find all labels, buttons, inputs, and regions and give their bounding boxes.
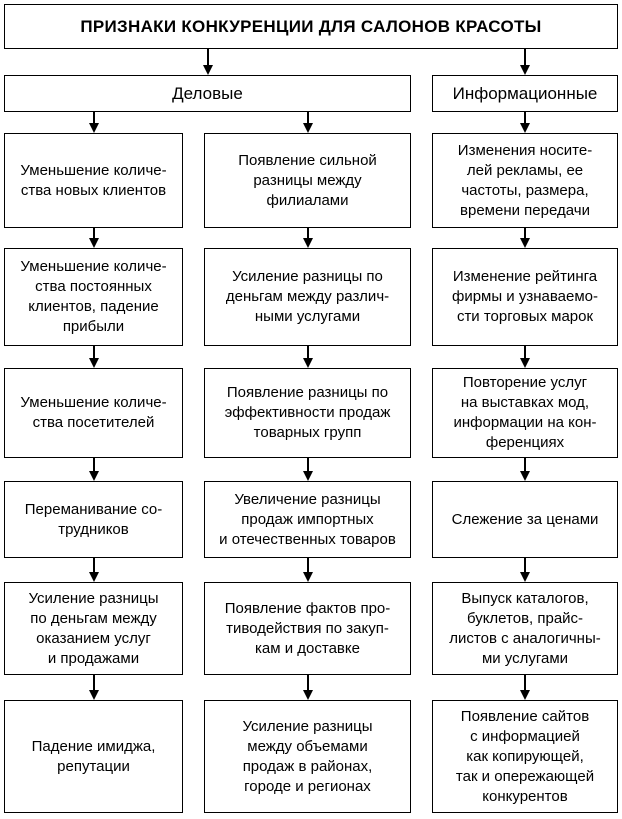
arrow-down-icon [87, 675, 101, 700]
arrow-down-icon [518, 346, 532, 368]
box-c1-r3: Уменьшение количе- ства посетителей [4, 368, 183, 458]
box-c2-r1: Появление сильной разницы между филиалам… [204, 133, 411, 228]
arrow-down-icon [301, 458, 315, 481]
arrow-down-icon [87, 458, 101, 481]
arrow-down-icon [518, 458, 532, 481]
box-c3-r4: Слежение за ценами [432, 481, 618, 558]
box-c2-r2: Усиление разницы по деньгам между различ… [204, 248, 411, 346]
arrow-down-icon [301, 346, 315, 368]
box-c3-r6: Появление сайтов с информацией как копир… [432, 700, 618, 813]
box-c1-r2: Уменьшение количе- ства постоянных клиен… [4, 248, 183, 346]
box-c2-r3: Появление разницы по эффективности прода… [204, 368, 411, 458]
box-c2-r4: Увеличение разницы продаж импортных и от… [204, 481, 411, 558]
box-c2-r6: Усиление разницы между объемами продаж в… [204, 700, 411, 813]
page-title: ПРИЗНАКИ КОНКУРЕНЦИИ ДЛЯ САЛОНОВ КРАСОТЫ [4, 4, 618, 49]
arrow-down-icon [518, 112, 532, 133]
branch-informational: Информационные [432, 75, 618, 112]
arrow-down-icon [301, 558, 315, 582]
arrow-down-icon [87, 558, 101, 582]
box-c3-r3: Повторение услуг на выставках мод, инфор… [432, 368, 618, 458]
box-c3-r5: Выпуск каталогов, буклетов, прайс- листо… [432, 582, 618, 675]
box-c1-r1: Уменьшение количе- ства новых клиентов [4, 133, 183, 228]
box-c3-r2: Изменение рейтинга фирмы и узнаваемо- ст… [432, 248, 618, 346]
arrow-down-icon [518, 558, 532, 582]
arrow-down-icon [87, 346, 101, 368]
arrow-down-icon [87, 228, 101, 248]
arrow-down-icon [87, 112, 101, 133]
arrow-down-icon [301, 112, 315, 133]
box-c1-r4: Переманивание со- трудников [4, 481, 183, 558]
box-c3-r1: Изменения носите- лей рекламы, ее частот… [432, 133, 618, 228]
arrow-down-icon [201, 49, 215, 75]
box-c1-r5: Усиление разницы по деньгам между оказан… [4, 582, 183, 675]
box-c2-r5: Появление фактов про- тиводействия по за… [204, 582, 411, 675]
branch-business: Деловые [4, 75, 411, 112]
arrow-down-icon [518, 675, 532, 700]
arrow-down-icon [301, 228, 315, 248]
arrow-down-icon [518, 228, 532, 248]
box-c1-r6: Падение имиджа, репутации [4, 700, 183, 813]
arrow-down-icon [518, 49, 532, 75]
arrow-down-icon [301, 675, 315, 700]
